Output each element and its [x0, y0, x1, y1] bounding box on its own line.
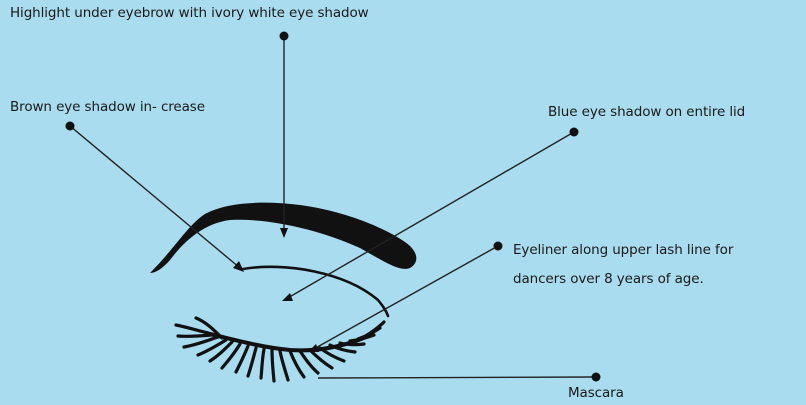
leader-dots — [66, 32, 601, 382]
dot-eyeliner — [494, 242, 503, 251]
dot-brown — [66, 122, 75, 131]
arrowhead-highlight — [280, 228, 288, 238]
dot-highlight — [280, 32, 289, 41]
leader-lines — [70, 36, 596, 378]
dot-blue — [570, 128, 579, 137]
upper-lash-line — [206, 333, 366, 350]
arrowhead-eyeliner — [308, 344, 319, 352]
leader-line-brown — [70, 126, 240, 268]
leader-line-mascara — [318, 377, 596, 378]
leader-arrowheads — [233, 228, 319, 352]
arrowhead-blue — [282, 293, 293, 301]
eyebrow-shape — [150, 203, 416, 273]
dot-mascara — [592, 373, 601, 382]
eyelid-crease-line — [243, 267, 388, 316]
